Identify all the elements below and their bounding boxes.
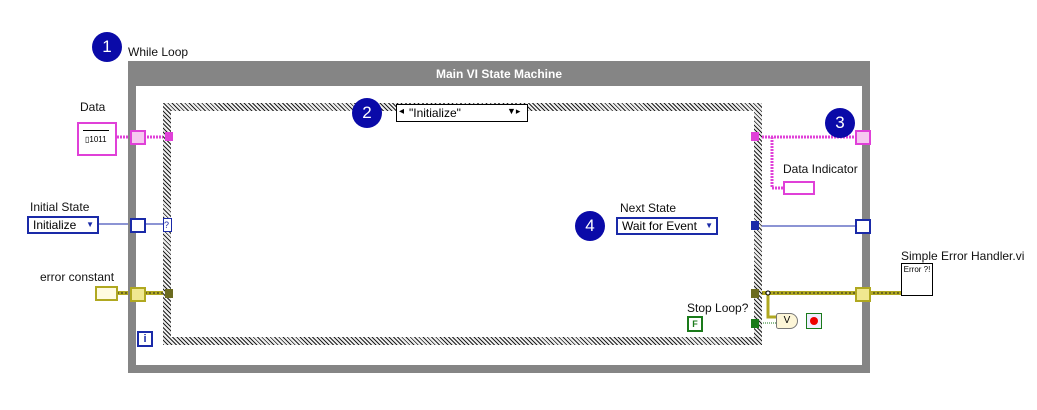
false-constant[interactable]: F [687,316,703,332]
data-case-tunnel-out[interactable] [751,132,759,141]
data-indicator[interactable] [783,181,815,195]
initial-state-value: Initialize [33,218,77,232]
stop-terminal[interactable] [806,313,822,329]
initial-state-control[interactable]: Initialize ▼ [27,216,99,234]
dropdown-arrow-icon[interactable]: ▼ [86,220,94,229]
error-constant-label: error constant [40,270,115,284]
data-label: Data [80,100,106,114]
badge-3: 3 [825,108,855,138]
stop-icon [810,317,818,325]
error-constant[interactable] [95,286,118,301]
error-handler-label: Simple Error Handler.vi [901,249,1025,263]
dropdown-icon[interactable]: ▼▸ [507,106,521,116]
state-case-tunnel-out[interactable] [751,221,759,230]
while-loop-title: Main VI State Machine [435,67,563,81]
badge-1: 1 [92,32,122,62]
error-shift-register-in[interactable] [130,287,146,302]
error-shift-register-out[interactable] [855,287,871,302]
case-selector-terminal[interactable]: ? [163,218,172,232]
state-shift-register-in[interactable] [130,218,146,233]
data-case-tunnel[interactable] [165,132,173,141]
stop-case-tunnel[interactable] [751,319,759,328]
case-structure[interactable] [163,103,762,345]
error-case-tunnel[interactable] [165,289,173,298]
data-shift-register-out[interactable] [855,130,871,145]
simple-error-handler-icon[interactable]: Error ?! [901,263,933,296]
selector-value: "Initialize" [409,106,461,120]
data-control[interactable]: ▯1011 [77,122,117,156]
next-state-constant[interactable]: Wait for Event ▼ [616,217,718,235]
binary-file-icon: ▯1011 [85,135,107,144]
data-tunnel-in[interactable] [130,130,146,145]
next-state-value: Wait for Event [622,219,697,233]
dropdown-arrow-icon[interactable]: ▼ [705,221,713,230]
data-indicator-label: Data Indicator [783,162,858,176]
stop-loop-label: Stop Loop? [687,301,749,315]
iteration-terminal[interactable]: i [137,331,153,347]
error-case-tunnel-out[interactable] [751,289,759,298]
case-selector[interactable]: ◂ "Initialize" ▼▸ [396,104,528,122]
while-loop[interactable] [128,61,870,373]
state-shift-register-out[interactable] [855,219,871,234]
initial-state-label: Initial State [30,200,90,214]
or-function[interactable]: V [776,313,798,329]
badge-4: 4 [575,211,605,241]
prev-case-icon[interactable]: ◂ [399,106,405,117]
badge-2: 2 [352,98,382,128]
while-loop-label: While Loop [128,45,189,59]
next-state-label: Next State [620,201,677,215]
